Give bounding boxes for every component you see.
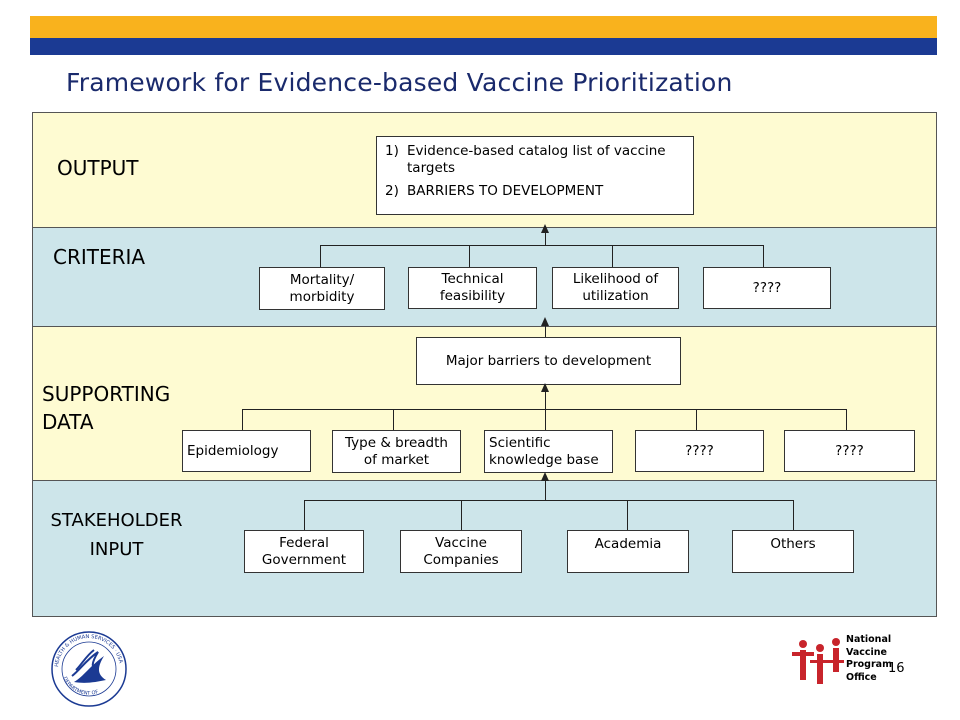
slide-title: Framework for Evidence-based Vaccine Pri… [66, 68, 733, 97]
output-item: 2) BARRIERS TO DEVELOPMENT [385, 183, 604, 199]
criteria-label: CRITERIA [53, 245, 146, 269]
connector-drop [242, 409, 243, 430]
connector-drop [612, 245, 613, 267]
supporting-box-unknown: ???? [784, 430, 915, 472]
arrow-up-icon [541, 383, 549, 392]
supporting-box-unknown: ???? [635, 430, 764, 472]
criteria-box-likelihood: Likelihood of utilization [552, 267, 679, 309]
supporting-box-market: Type & breadth of market [332, 430, 461, 473]
supporting-label-line1: SUPPORTING [42, 382, 171, 406]
connector-drop [304, 500, 305, 530]
header-navy-bar [30, 38, 937, 55]
supporting-connector [242, 409, 847, 410]
connector-drop [793, 500, 794, 530]
page-number: 16 [888, 661, 905, 676]
stakeholder-box-federal-government: Federal Government [244, 530, 364, 573]
arrow-up-icon [541, 224, 549, 233]
supporting-label-line2: DATA [42, 410, 94, 434]
connector-drop [763, 245, 764, 267]
connector-drop [320, 245, 321, 267]
connector-drop [627, 500, 628, 530]
header-gold-bar [30, 16, 937, 38]
arrow-up-icon [541, 472, 549, 481]
connector-drop [461, 500, 462, 530]
criteria-box-technical-feasibility: Technical feasibility [408, 267, 537, 309]
stakeholder-label-line2: INPUT [89, 539, 144, 560]
criteria-connector [320, 245, 764, 246]
supporting-box-epidemiology: Epidemiology [182, 430, 311, 472]
svg-text:HEALTH & HUMAN SERVICES · USA: HEALTH & HUMAN SERVICES · USA [54, 634, 124, 667]
stakeholder-label-line1: STAKEHOLDER [50, 510, 183, 531]
nvpo-logo [792, 638, 844, 684]
supporting-to-barriers-stem [545, 385, 546, 409]
criteria-box-mortality: Mortality/ morbidity [259, 267, 385, 310]
connector-drop [696, 409, 697, 430]
stakeholder-box-academia: Academia [567, 530, 689, 573]
supporting-box-scientific-knowledge: Scientific knowledge base [484, 430, 613, 473]
output-label: OUTPUT [57, 156, 139, 180]
output-box: 1) Evidence-based catalog list of vaccin… [376, 136, 694, 215]
barriers-to-criteria-stem [545, 325, 546, 337]
connector-drop [846, 409, 847, 430]
connector-drop [545, 409, 546, 430]
stakeholder-to-supporting-stem [545, 480, 546, 500]
stakeholder-box-vaccine-companies: Vaccine Companies [400, 530, 522, 573]
major-barriers-box: Major barriers to development [416, 337, 681, 385]
nvpo-wordmark: National Vaccine Program Office [846, 634, 892, 683]
criteria-box-unknown: ???? [703, 267, 831, 309]
connector-drop [393, 409, 394, 430]
output-item: 1) Evidence-based catalog list of vaccin… [385, 143, 666, 176]
stakeholder-box-others: Others [732, 530, 854, 573]
stakeholder-connector [304, 500, 794, 501]
stakeholder-input-label: STAKEHOLDER INPUT [44, 506, 189, 564]
connector-drop [469, 245, 470, 267]
arrow-up-icon [541, 317, 549, 326]
hhs-seal-logo: HEALTH & HUMAN SERVICES · USA DEPARTMENT… [51, 631, 127, 707]
criteria-to-output-stem [545, 226, 546, 245]
supporting-data-label: SUPPORTING DATA [42, 380, 170, 436]
